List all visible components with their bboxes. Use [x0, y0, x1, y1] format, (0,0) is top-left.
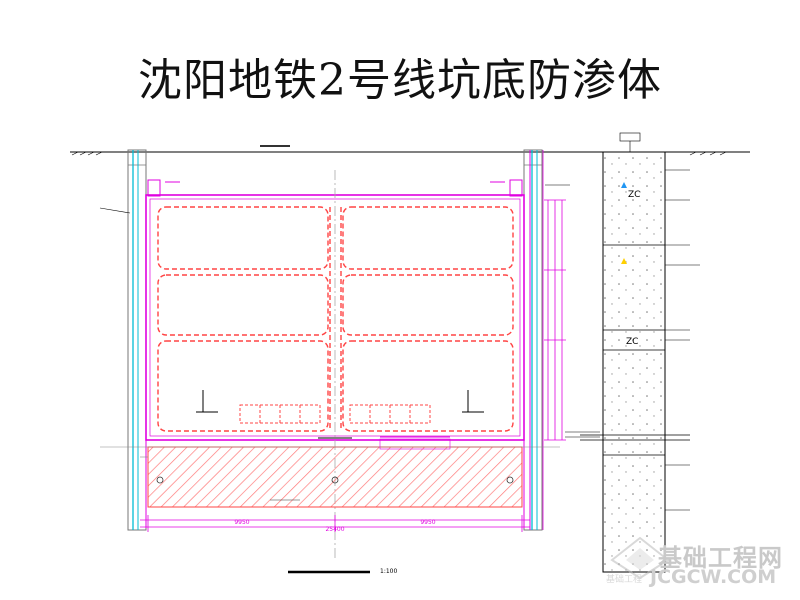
watermark-en: JCGCW.COM: [650, 566, 777, 588]
bottom-rail-structures: [239, 404, 431, 424]
slide-title: 沈阳地铁2号线坑底防渗体: [138, 55, 662, 106]
dim-total-label: 25400: [325, 526, 344, 533]
level-markers: [196, 390, 484, 439]
zc-label-lower: ZC: [626, 337, 638, 347]
dim-left-label: 9950: [234, 519, 249, 526]
zc-label-upper: ZC: [628, 190, 640, 200]
waterproof-lines: [132, 150, 538, 530]
dimension-lines: [140, 199, 566, 532]
watermark-small: 基础工程: [606, 575, 643, 585]
watermark: 基础工程网 JCGCW.COM 基础工程: [600, 534, 800, 594]
geological-column: [580, 132, 700, 573]
impermeable-body: [100, 446, 560, 508]
annotation-callouts: [99, 181, 600, 450]
scale-label: 1:100: [380, 568, 397, 575]
dim-right-label: 9950: [420, 519, 435, 526]
watermark-logo-icon: [610, 536, 670, 580]
red-dashed-cells: [157, 206, 514, 432]
watermark-cn: 基础工程网: [658, 544, 783, 572]
